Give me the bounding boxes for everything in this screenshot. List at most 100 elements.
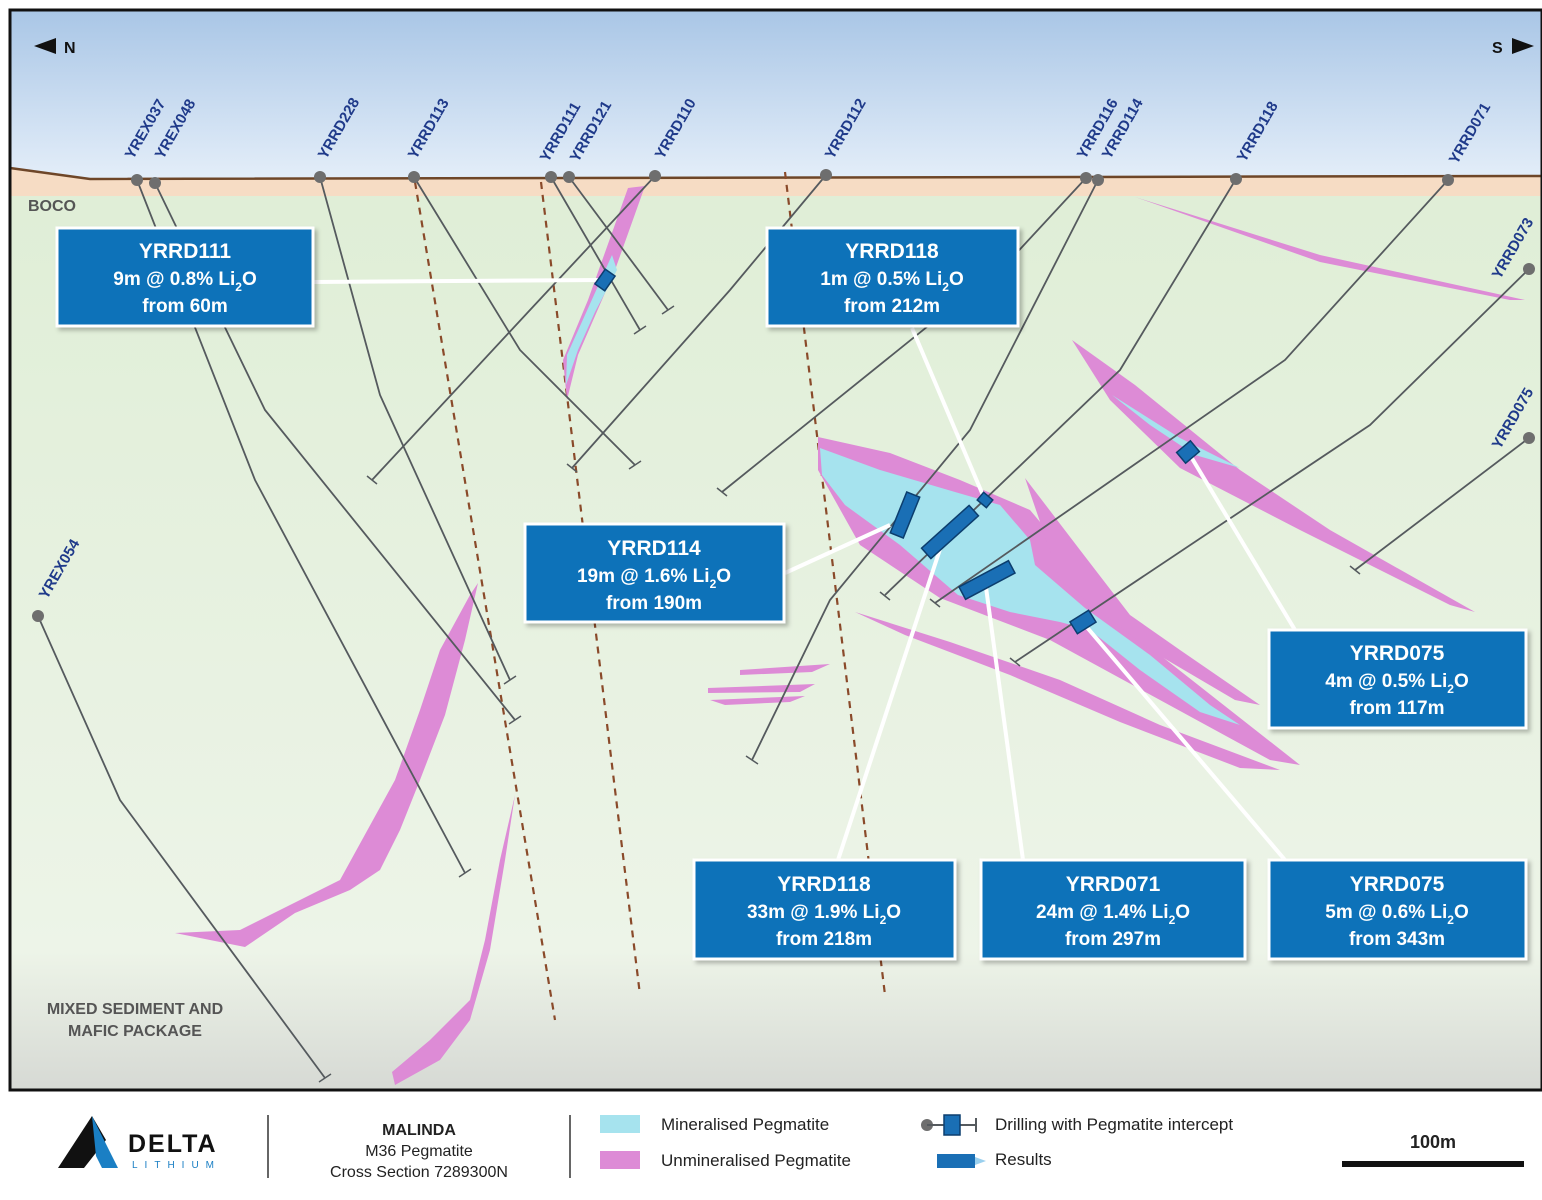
callout-box [55,226,315,328]
grade-sub: 2 [1447,913,1454,927]
footer-background [10,1092,1542,1195]
callout-box [1267,628,1528,730]
south-arrow-icon [1512,38,1534,54]
result-intercept [976,491,994,509]
drill-collar [545,171,557,183]
grade-sub: 2 [942,280,949,294]
callout-from: from 60m [142,296,228,317]
section-name: Cross Section 7289300N [330,1164,508,1181]
callout-leaders [311,278,1297,862]
fault-line [783,171,887,996]
callout-hole: YRRD075 [1350,642,1445,665]
mixed-package-label-line2: MAFIC PACKAGE [68,1023,202,1040]
grade-sub: 2 [235,280,242,294]
callout-boxes: YRRD111 9m @ 0.8% Li2O from 60m YRRD118 … [55,226,1528,961]
drill-trace [37,615,326,1079]
leader-line [836,539,945,861]
logo-sub: LITHIUM [132,1160,221,1171]
drill-collar [32,610,44,622]
drill-trace [1014,268,1530,663]
drill-trace [319,176,511,681]
callout-grade: 24m @ 1.4% Li2O [1036,902,1190,927]
drill-collar [563,171,575,183]
callout-grade: 5m @ 0.6% Li2O [1325,902,1468,927]
callout-grade: 19m @ 1.6% Li2O [577,566,731,591]
callout-yrrd118-212m: YRRD118 1m @ 0.5% Li2O from 212m [765,226,1020,328]
grade-prefix: 19m @ 1.6% Li [577,566,710,587]
deposit-name: M36 Pegmatite [365,1143,473,1160]
callout-yrrd114-190m: YRRD114 19m @ 1.6% Li2O from 190m [523,522,786,624]
callout-box [979,858,1247,961]
legend-drilling-symbol-icon [921,1114,977,1136]
callout-yrrd111-60m: YRRD111 9m @ 0.8% Li2O from 60m [55,226,315,328]
leader-line [983,579,1025,861]
logo-triangle-blue-icon [92,1116,118,1168]
leader-line [784,523,891,575]
callout-yrrd075-117m: YRRD075 4m @ 0.5% Li2O from 117m [1267,628,1528,730]
callout-box [523,522,786,624]
drill-trace [571,174,827,469]
callout-from: from 297m [1065,929,1161,950]
south-label: S [1492,40,1503,57]
drill-collar [149,177,161,189]
drill-end-ticks [318,305,1361,1083]
result-intercept [1068,609,1098,635]
grade-suffix: O [886,902,901,923]
legend-unmineralised-label: Unmineralised Pegmatite [661,1151,851,1170]
unmin-pegmatite-body [740,664,830,675]
callout-grade: 33m @ 1.9% Li2O [747,902,901,927]
callout-yrrd075-343m: YRRD075 5m @ 0.6% Li2O from 343m [1267,858,1528,961]
fault-line [413,181,557,1021]
result-intercept [593,268,617,292]
project-name: MALINDA [382,1122,456,1139]
drill-collar [1230,173,1242,185]
leader-line [910,327,987,501]
drill-collar [1523,263,1535,275]
leader-line [311,278,601,284]
grade-sub: 2 [880,913,887,927]
grade-prefix: 24m @ 1.4% Li [1036,902,1169,923]
callout-grade: 1m @ 0.5% Li2O [820,269,963,294]
drill-collars [32,169,1535,622]
drill-trace [568,176,669,311]
drill-collar [1080,172,1092,184]
callout-from: from 343m [1349,929,1445,950]
grade-sub: 2 [1447,682,1454,696]
footer: DELTA LITHIUM MALINDA M36 Pegmatite Cros… [10,1092,1542,1195]
legend-swatch-mineralised [600,1115,640,1133]
scale-bar [1342,1161,1524,1167]
callout-box [1267,858,1528,961]
drill-collar [1523,432,1535,444]
grade-sub: 2 [710,577,717,591]
callout-box [765,226,1020,328]
result-intercept [889,491,921,539]
legend-results-pointer [975,1157,986,1165]
grade-suffix: O [242,269,257,290]
legend-results-icon [937,1154,986,1168]
intercept-results [593,268,1201,635]
callout-hole: YRRD114 [607,537,701,560]
drill-trace [934,179,1449,604]
callout-hole: YRRD071 [1066,873,1161,896]
north-label: N [64,40,76,57]
north-arrow-icon [34,38,56,54]
callout-from: from 218m [776,929,872,950]
callout-hole: YRRD075 [1350,873,1445,896]
callout-from: from 117m [1349,698,1444,719]
drill-trace [371,175,656,481]
drill-collar [314,171,326,183]
grade-suffix: O [716,566,731,587]
oxide-layer [10,168,1542,196]
drill-collar [820,169,832,181]
drill-trace [550,176,641,331]
callout-from: from 212m [844,296,940,317]
callout-grade: 4m @ 0.5% Li2O [1325,671,1468,696]
logo-word: DELTA [128,1130,218,1158]
mixed-package-label-line1: MIXED SEDIMENT AND [47,1001,223,1018]
ground-surface [9,166,1542,181]
callout-grade: 9m @ 0.8% Li2O [113,269,256,294]
drill-trace [413,176,636,466]
callout-yrrd118-218m: YRRD118 33m @ 1.9% Li2O from 218m [692,858,957,961]
legend-mineralised-label: Mineralised Pegmatite [661,1115,829,1134]
